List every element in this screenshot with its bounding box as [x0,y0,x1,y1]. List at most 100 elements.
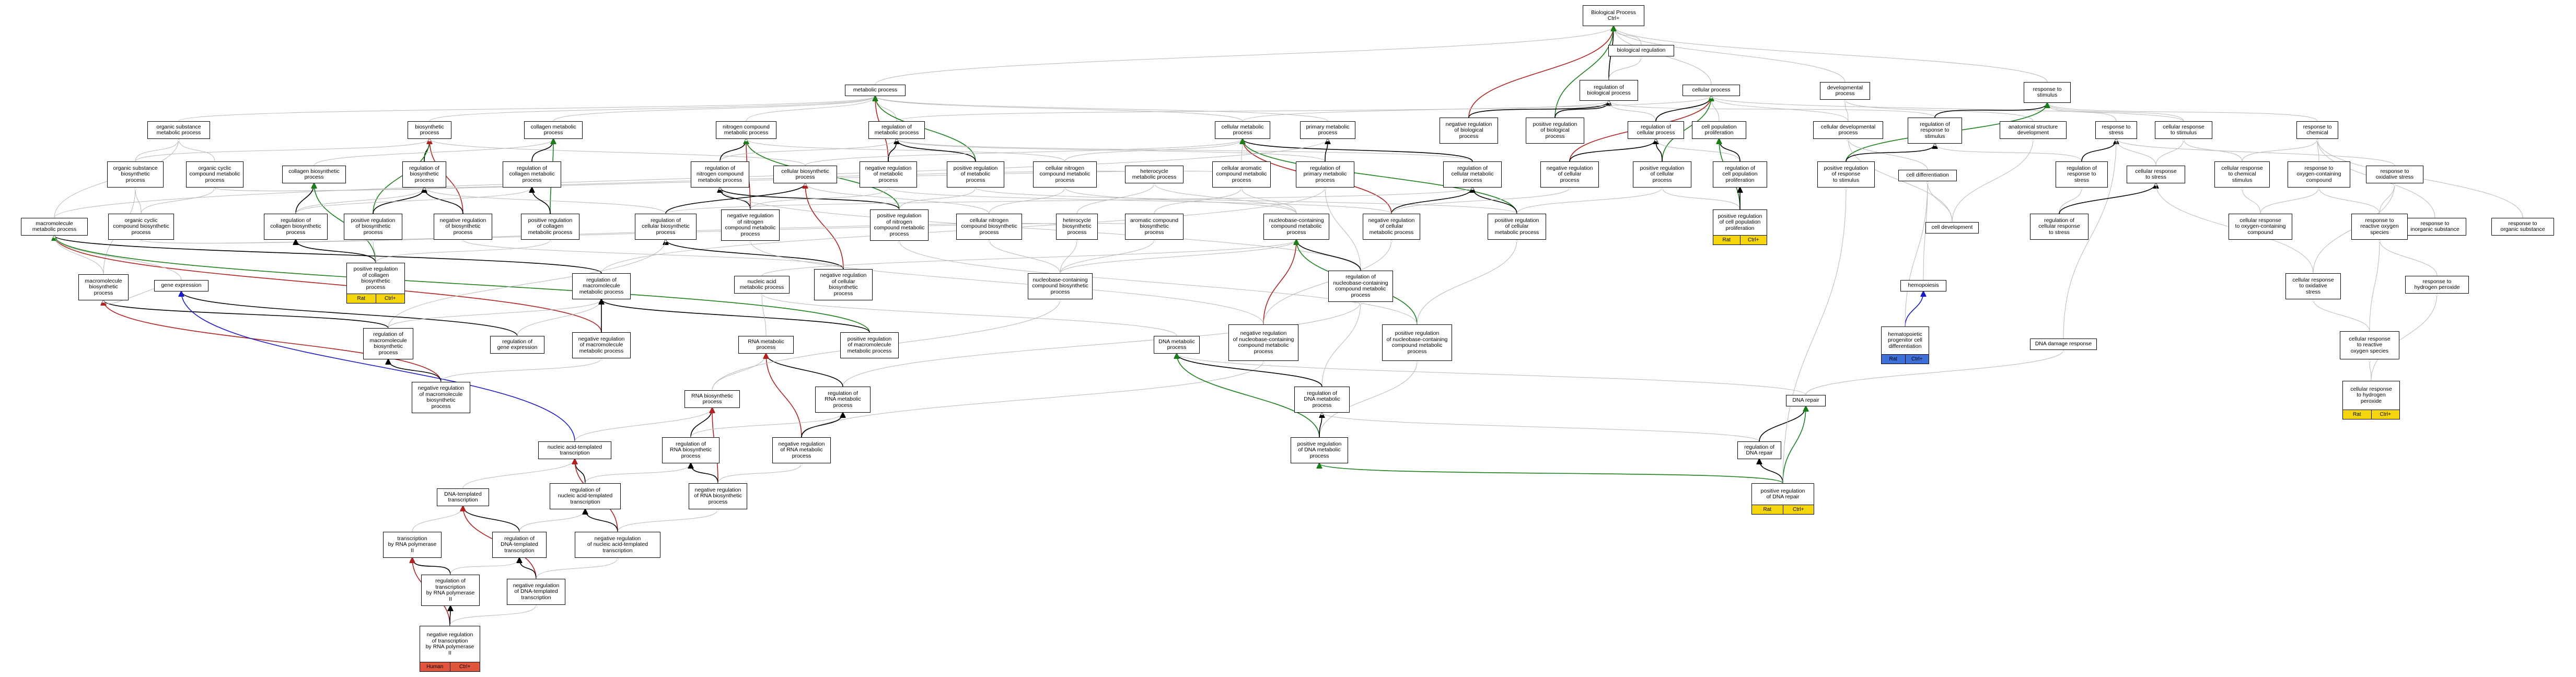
go-term-collagen-biosynthetic[interactable]: collagen biosynthetic process [282,166,346,183]
go-term-reg-dna-repair[interactable]: regulation of DNA repair [1737,441,1781,459]
go-term-regulation-mp[interactable]: regulation of metabolic process [868,121,925,139]
go-term-cellular-response-stimulus[interactable]: cellular response to stimulus [2155,121,2212,139]
go-term-response-ros[interactable]: response to reactive oxygen species [2351,214,2408,240]
go-term-cellular-process[interactable]: cellular process [1682,85,1740,96]
go-term-neg-reg-nucleobase-cmp[interactable]: negative regulation of nucleobase-contai… [1228,324,1298,361]
go-term-reg-rna-biosynthetic[interactable]: regulation of RNA biosynthetic process [662,437,720,463]
go-term-biosynthetic-process[interactable]: biosynthetic process [408,121,451,139]
go-term-dna-damage-response[interactable]: DNA damage response [2030,338,2097,350]
go-term-reg-cellular-response-stress[interactable]: regulation of cellular response to stres… [2030,214,2088,240]
go-term-cell-development[interactable]: cell development [1925,222,1979,234]
go-term-pos-reg-cell-pop-prolif[interactable]: positive regulation of cell population p… [1713,209,1767,245]
go-term-cellular-response-oxygen[interactable]: cellular response to oxygen-containing c… [2229,214,2292,240]
go-term-reg-cellular-biosynthetic[interactable]: regulation of cellular biosynthetic proc… [635,214,697,240]
go-term-reg-response-stimulus[interactable]: regulation of response to stimulus [1908,118,1962,144]
go-term-reg-macromolecule-mp[interactable]: regulation of macromolecule metabolic pr… [572,273,631,299]
go-term-macromolecule-mp[interactable]: macromolecule metabolic process [21,218,88,236]
go-term-nucleic-acid-mp[interactable]: nucleic acid metabolic process [734,276,790,294]
go-term-biological-regulation[interactable]: biological regulation [1608,45,1674,56]
go-term-dna-templated[interactable]: DNA-templated transcription [437,488,489,506]
go-term-cellular-response-stress[interactable]: cellular response to stress [2127,166,2185,183]
go-term-response-inorganic[interactable]: response to inorganic substance [2404,218,2466,236]
go-term-neg-reg-nitrogen-cmp[interactable]: negative regulation of nitrogen compound… [721,209,780,241]
go-term-pos-reg-cellular-mp[interactable]: positive regulation of cellular metaboli… [1488,214,1546,240]
go-term-neg-reg-bp[interactable]: negative regulation of biological proces… [1440,118,1498,144]
go-term-pos-reg-biosynthetic[interactable]: positive regulation of biosynthetic proc… [344,214,402,240]
go-term-nucleic-acid-templated[interactable]: nucleic acid-templated transcription [538,441,611,459]
go-term-response-to-chemical[interactable]: response to chemical [2296,121,2338,139]
go-term-rna-biosynthetic[interactable]: RNA biosynthetic process [684,390,740,408]
go-term-cellular-response-chemical[interactable]: cellular response to chemical stimulus [2214,161,2270,188]
go-term-pos-reg-dna-mp[interactable]: positive regulation of DNA metabolic pro… [1291,437,1348,463]
go-term-organic-cyclic-cbp[interactable]: organic cyclic compound biosynthetic pro… [108,214,174,240]
go-term-reg-gene-expression[interactable]: regulation of gene expression [490,336,544,354]
go-term-pos-reg-response-stimulus[interactable]: positive regulation of response to stimu… [1817,161,1875,188]
go-term-response-oxidative-stress[interactable]: response to oxidative stress [2366,166,2423,183]
go-term-pos-reg-nitrogen-cmp[interactable]: positive regulation of nitrogen compound… [870,209,929,241]
go-term-rna-mp[interactable]: RNA metabolic process [738,336,794,354]
go-term-reg-transcription-rnap2[interactable]: regulation of transcription by RNA polym… [421,575,480,606]
go-term-nitrogen-compound-mp[interactable]: nitrogen compound metabolic process [716,121,776,139]
go-term-developmental-process[interactable]: developmental process [1820,82,1870,100]
go-term-heterocycle-mp[interactable]: heterocycle metabolic process [1125,166,1183,183]
go-term-response-to-stimulus[interactable]: response to stimulus [2024,82,2071,103]
go-term-neg-reg-macromolecule-bp[interactable]: negative regulation of macromolecule bio… [412,382,470,413]
go-term-cell-population-proliferation[interactable]: cell population proliferation [1692,121,1746,139]
go-term-cellular-response-ros2[interactable]: cellular response to reactive oxygen spe… [2340,331,2399,359]
go-term-cellular-mp[interactable]: cellular metabolic process [1215,121,1270,139]
go-term-reg-rna-mp[interactable]: regulation of RNA metabolic process [815,387,871,413]
go-term-cellular-developmental-process[interactable]: cellular developmental process [1813,121,1883,139]
go-term-neg-reg-rna-biosynthetic[interactable]: negative regulation of RNA biosynthetic … [689,483,747,509]
go-term-regulation-cellular-mp[interactable]: regulation of cellular metabolic process [1443,161,1502,188]
go-term-heterocycle-biosynthetic[interactable]: heterocycle biosynthetic process [1056,214,1098,240]
go-term-reg-dna-mp[interactable]: regulation of DNA metabolic process [1294,387,1350,413]
go-term-anatomical-structure-dev[interactable]: anatomical structure development [2000,121,2067,139]
go-term-neg-reg-mp[interactable]: negative regulation of metabolic process [860,161,917,188]
go-term-reg-response-stress[interactable]: regulation of response to stress [2056,161,2108,188]
go-term-macromolecule-bp[interactable]: macromolecule biosynthetic process [78,274,129,300]
go-term-dna-mp[interactable]: DNA metabolic process [1154,336,1200,354]
go-term-cellular-response-ros[interactable]: cellular response to oxidative stress [2285,273,2341,299]
go-term-regulation-nitrogen-cmp[interactable]: regulation of nitrogen compound metaboli… [691,161,749,188]
go-term-reg-nucleobase-cmp[interactable]: regulation of nucleobase-containing comp… [1328,271,1393,302]
go-term-regulation-cellular-process[interactable]: regulation of cellular process [1628,121,1684,139]
go-term-cellular-aromatic-cmp[interactable]: cellular aromatic compound metabolic pro… [1212,161,1271,188]
go-term-transcription-rnap2[interactable]: transcription by RNA polymerase II [383,532,442,558]
go-term-primary-mp[interactable]: primary metabolic process [1300,121,1355,139]
go-term-organic-substance-mp[interactable]: organic substance metabolic process [147,121,210,139]
go-term-organic-substance-bp[interactable]: organic substance biosynthetic process [107,161,164,188]
go-term-reg-nucleic-acid-templated[interactable]: regulation of nucleic acid-templated tra… [550,483,621,509]
go-term-neg-reg-rna-mp[interactable]: negative regulation of RNA metabolic pro… [772,437,831,463]
go-term-response-oxygen-compound[interactable]: response to oxygen-containing compound [2288,161,2350,188]
go-term-cellular-biosynthetic[interactable]: cellular biosynthetic process [773,166,837,183]
go-term-nucleobase-cmp[interactable]: nucleobase-containing compound metabolic… [1263,214,1329,240]
go-term-bp[interactable]: Biological Process Ctrl+ [1583,5,1644,26]
go-term-pos-reg-bp[interactable]: positive regulation of biological proces… [1526,118,1584,144]
go-term-pos-reg-nucleobase-cmp[interactable]: positive regulation of nucleobase-contai… [1382,324,1452,361]
go-term-neg-reg-cellular-mp[interactable]: negative regulation of cellular metaboli… [1363,214,1420,240]
go-term-aromatic-cbp[interactable]: aromatic compound biosynthetic process [1125,214,1183,240]
go-term-hemopoiesis[interactable]: hemopoiesis [1900,280,1946,291]
go-term-neg-reg-biosynthetic[interactable]: negative regulation of biosynthetic proc… [434,214,492,240]
go-term-reg-macromolecule-bp[interactable]: regulation of macromolecule biosynthetic… [363,328,413,359]
go-term-neg-reg-cellular-bp[interactable]: negative regulation of cellular biosynth… [814,269,873,300]
go-term-cell-differentiation[interactable]: cell differentiation [1898,170,1957,181]
go-term-pos-reg-mp[interactable]: positive regulation of metabolic process [947,161,1004,188]
go-term-regulation-biosynthetic[interactable]: regulation of biosynthetic process [402,161,446,188]
go-term-dna-repair[interactable]: DNA repair [1786,395,1826,406]
go-term-pos-reg-macromolecule-mp[interactable]: positive regulation of macromolecule met… [840,332,899,358]
go-term-nucleobase-cbp[interactable]: nucleobase-containing compound biosynthe… [1028,273,1093,299]
go-term-response-organic[interactable]: response to organic substance [2491,218,2554,236]
go-term-pos-reg-cellular-process[interactable]: positive regulation of cellular process [1633,161,1691,188]
go-term-neg-reg-dna-templated[interactable]: negative regulation of DNA-templated tra… [507,579,565,605]
go-term-reg-cell-pop-prolif[interactable]: regulation of cell population proliferat… [1713,161,1767,188]
go-term-cellular-nitrogen-cmp[interactable]: cellular nitrogen compound metabolic pro… [1033,161,1097,188]
go-term-pos-reg-collagen-mp[interactable]: positive regulation of collagen metaboli… [521,214,579,240]
go-term-neg-reg-cellular-process[interactable]: negative regulation of cellular process [1540,161,1599,188]
go-term-regulation-bp[interactable]: regulation of biological process [1580,80,1638,101]
go-term-pos-reg-collagen-bp[interactable]: positive regulation of collagen biosynth… [346,263,405,304]
go-term-hematopoietic-prog[interactable]: hematopoietic progenitor cell differenti… [1881,326,1929,364]
go-term-neg-reg-nucleic-acid-templated[interactable]: negative regulation of nucleic acid-temp… [575,532,660,558]
